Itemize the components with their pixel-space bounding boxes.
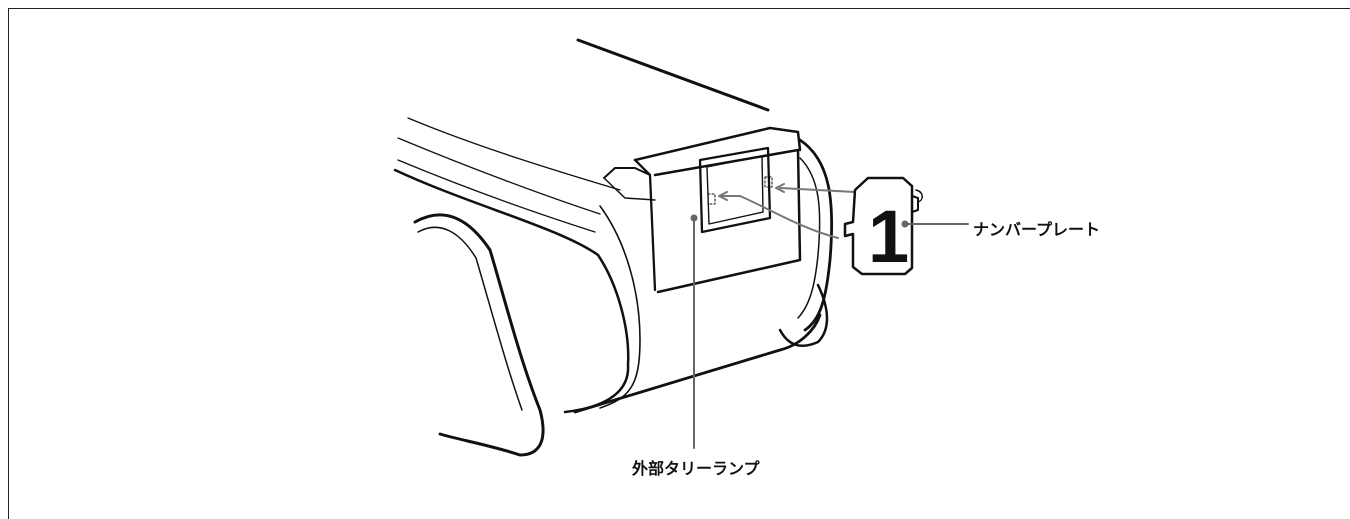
body-side-line-1 (407, 117, 621, 191)
insert-arrowhead-top (775, 183, 785, 193)
plate-tab (911, 195, 919, 213)
tally-housing-bevel (603, 167, 651, 179)
tally-housing-left (633, 158, 657, 292)
number-plate (843, 176, 914, 276)
tally-housing-front (653, 148, 802, 294)
rear-bump (798, 138, 834, 332)
housing-bottom (573, 313, 822, 414)
lamp-window-outer (698, 146, 772, 234)
leader-dot-plate (901, 220, 909, 228)
slot-right (764, 176, 773, 188)
side-handle-inner (417, 226, 523, 411)
leader-dot-tally (690, 214, 698, 222)
insert-arrow-bottom (721, 195, 839, 239)
insert-arrow-top (779, 187, 856, 193)
side-handle (413, 213, 545, 457)
body-side-line-3 (397, 159, 596, 233)
lamp-window-inner (706, 155, 764, 225)
figure-frame (8, 8, 1350, 519)
insert-arrowhead-bottom (718, 191, 728, 201)
label-external-tally-lamp: 外部タリーランプ (632, 459, 760, 478)
body-side-line-2 (397, 137, 601, 215)
slot-left (707, 193, 716, 205)
housing-front (393, 168, 630, 414)
tally-housing-top (633, 126, 802, 162)
rear-bump-inner (797, 157, 821, 319)
plate-hook (915, 189, 923, 203)
housing-front-inner (599, 205, 641, 409)
rear-foot (778, 283, 829, 347)
plate-digit: 1 (868, 195, 909, 278)
tally-housing-bevel-2 (603, 177, 656, 201)
label-number-plate: ナンバープレート (973, 220, 1101, 239)
body-top-edge (576, 38, 770, 112)
